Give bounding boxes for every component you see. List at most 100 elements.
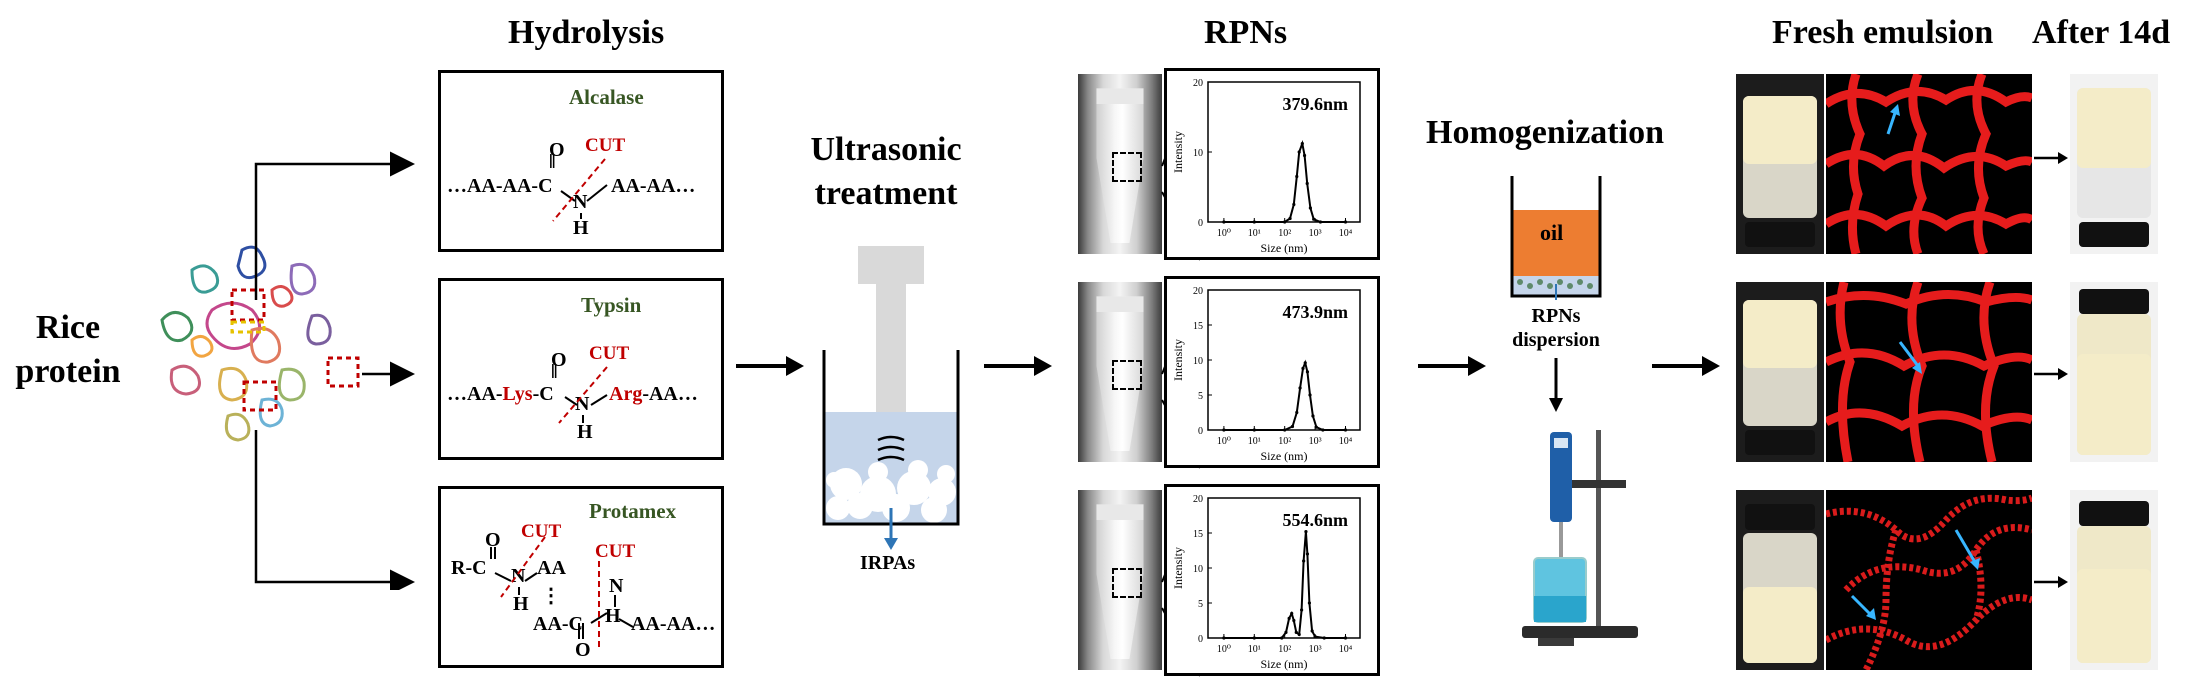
chain-prefix: …AA-	[447, 383, 503, 405]
nitrogen-atom-2: N	[609, 575, 624, 597]
arrow-to-after-2	[2034, 368, 2068, 380]
data-point	[1284, 630, 1288, 634]
y-tick-label: 15	[1193, 529, 1203, 540]
data-point	[1304, 530, 1308, 534]
data-point	[1308, 393, 1312, 397]
after-14d-jar-1	[2070, 74, 2158, 254]
x-tick-label: 10³	[1309, 436, 1322, 447]
y-axis-label: Intensity	[1171, 547, 1185, 589]
data-point	[1283, 220, 1287, 224]
aa-chain: AA-AA…	[631, 613, 716, 635]
x-tick-label: 10⁴	[1339, 644, 1353, 655]
x-tick-label: 10³	[1309, 644, 1322, 655]
typsin-chain: …AA-Lys-C	[447, 383, 554, 406]
data-point	[1303, 361, 1307, 365]
x-axis-label: Size (nm)	[1261, 241, 1308, 255]
data-point	[1283, 428, 1287, 432]
data-point	[1222, 636, 1226, 640]
y-tick-label: 5	[1198, 391, 1203, 402]
enzyme-name-typsin: Typsin	[581, 293, 642, 317]
aa-residue: AA	[537, 557, 566, 579]
arg-residue: Arg	[609, 383, 643, 405]
chain-right: AA-AA…	[611, 175, 696, 197]
dotted-bond: ⋮	[541, 585, 561, 607]
y-tick-label: 0	[1198, 426, 1203, 437]
data-point	[1294, 630, 1298, 634]
data-point	[1297, 150, 1301, 154]
fresh-emulsion-header: Fresh emulsion	[1772, 14, 1994, 51]
oil-layer	[1512, 210, 1600, 276]
x-tick-label: 10¹	[1248, 228, 1261, 239]
data-point	[1343, 220, 1348, 224]
oxygen-atom: O	[551, 349, 567, 371]
data-point	[1301, 366, 1305, 370]
chart-frame	[1164, 484, 1380, 676]
alcalase-bonds	[552, 158, 608, 222]
data-point	[1295, 410, 1299, 415]
data-point	[1222, 428, 1226, 432]
data-point	[1307, 601, 1312, 605]
fresh-emulsion-jar-1	[1736, 74, 1824, 254]
homogenization-header: Homogenization	[1426, 114, 1664, 151]
typsin-box: Typsin CUT O ‖ …AA-Lys-C N Arg-AA… H	[438, 278, 724, 460]
typsin-chain-right: Arg-AA…	[609, 383, 698, 406]
y-tick-label: 5	[1198, 599, 1203, 610]
fresh-emulsion-jar-2	[1736, 282, 1824, 462]
arrow-to-emulsion	[1652, 356, 1720, 376]
arrow-to-homogenization	[1418, 356, 1486, 376]
after-14d-jar-2	[2070, 282, 2158, 462]
after-14d-jar-3	[2070, 490, 2158, 670]
oxygen-atom: O	[549, 139, 565, 161]
oxygen-atom-1: O	[485, 529, 501, 551]
confocal-image-1	[1826, 74, 2032, 254]
rc-group: R-C	[451, 557, 487, 579]
data-point	[1290, 611, 1294, 616]
hydrogen-atom-2: H	[605, 605, 621, 627]
data-point	[1298, 386, 1302, 390]
ultrasonic-header: Ultrasonic treatment	[810, 131, 962, 212]
data-point	[1297, 632, 1301, 637]
data-point	[1321, 428, 1325, 432]
data-point	[1280, 636, 1284, 640]
y-tick-label: 10	[1193, 148, 1203, 159]
enzyme-name-protamex: Protamex	[589, 499, 677, 523]
chart-title: 379.6nm	[1282, 94, 1348, 114]
chart-title: 554.6nm	[1282, 510, 1348, 530]
data-point	[1305, 370, 1310, 374]
x-tick-label: 10²	[1278, 436, 1291, 447]
chart-frame	[1164, 68, 1380, 260]
data-point	[1290, 424, 1295, 429]
arrow-to-rpns	[984, 356, 1052, 376]
rice-protein-label: Rice protein	[15, 309, 121, 390]
x-tick-label: 10²	[1278, 228, 1291, 239]
x-tick-label: 10⁰	[1217, 436, 1231, 447]
protamex-bonds	[490, 536, 634, 649]
cut-label: CUT	[585, 135, 626, 156]
rpns-header: RPNs	[1204, 14, 1288, 51]
hydrogen-atom: H	[573, 217, 589, 239]
oil-label: oil	[1540, 220, 1564, 245]
data-point	[1292, 618, 1296, 623]
lys-residue: Lys	[502, 383, 533, 405]
data-point	[1252, 428, 1256, 432]
x-axis-label: Size (nm)	[1261, 449, 1308, 463]
hydrogen-atom: H	[577, 421, 593, 443]
data-point	[1314, 425, 1318, 429]
hydrogen-atom-1: H	[513, 593, 529, 615]
chain-suffix: -AA…	[642, 383, 698, 405]
arrow-to-homogenizer	[1549, 358, 1563, 412]
data-point	[1302, 559, 1306, 563]
x-tick-label: 10⁴	[1339, 436, 1353, 447]
cut-label-1: CUT	[521, 521, 562, 542]
data-point	[1322, 636, 1326, 640]
arrow-to-after-1	[2034, 152, 2068, 164]
y-tick-label: 0	[1198, 634, 1203, 645]
y-axis-label: Intensity	[1171, 339, 1185, 381]
carbonyl-c: -C	[532, 383, 554, 405]
branch-arrows	[254, 151, 415, 590]
probe-rod	[876, 284, 906, 434]
rpns-tube-photo-1	[1078, 74, 1162, 254]
cut-label-2: CUT	[595, 541, 636, 562]
